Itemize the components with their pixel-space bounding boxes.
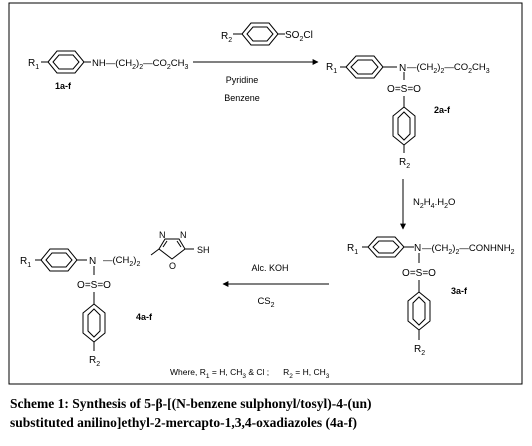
compound-3-sulfonyl: O=S=O xyxy=(402,268,436,279)
compound-2-r2: R2 xyxy=(399,157,410,170)
step-1-solvent-benzene: Benzene xyxy=(224,93,260,103)
compound-4-label: 4a-f xyxy=(136,312,153,322)
substituent-footnote: Where, R1 = H, CH3 & Cl ;R2 = H, CH3 xyxy=(170,367,330,380)
reagent-sulfonyl-chloride: SO2Cl xyxy=(285,30,313,43)
compound-4-r2: R2 xyxy=(89,355,100,368)
caption-line-1: Scheme 1: Synthesis of 5-β-[(N-benzene s… xyxy=(10,396,372,411)
compound-2-sulfonyl: O=S=O xyxy=(387,84,421,95)
compound-2-nitrogen: N xyxy=(399,63,406,74)
scheme-caption: Scheme 1: Synthesis of 5-β-[(N-benzene s… xyxy=(10,394,525,432)
compound-2-chain: —(CH2)2—CO2CH3 xyxy=(407,62,490,75)
step-3-carbon-disulfide: CS2 xyxy=(257,296,274,309)
compound-3-chain: —(CH2)2—CONHNH2 xyxy=(422,243,515,256)
compound-1-r1: R1 xyxy=(28,58,39,71)
compound-4-thiol: SH xyxy=(197,245,210,255)
compound-1-chain: NH—(CH2)2—CO2CH3 xyxy=(92,58,188,71)
caption-line-2: substituted anilino]ethyl-2-mercapto-1,3… xyxy=(10,415,357,430)
step-2-hydrazine-hydrate: N2H4.H2O xyxy=(413,197,455,210)
compound-2-rings xyxy=(340,55,416,153)
compound-3-nitrogen: N xyxy=(414,243,421,254)
oxadiazole-o1: O xyxy=(169,261,176,271)
compound-1-ring xyxy=(41,50,91,74)
oxadiazole-n3: N xyxy=(159,230,166,240)
compound-3-r1: R1 xyxy=(347,243,358,256)
reagent-benzene-ring xyxy=(233,22,285,46)
oxadiazole-ring xyxy=(150,238,194,260)
compound-4-nitrogen: N xyxy=(89,256,96,267)
compound-4-sulfonyl: O=S=O xyxy=(77,280,111,291)
scheme-frame xyxy=(8,2,523,385)
compound-4-r1: R1 xyxy=(20,256,31,269)
compound-3-r2: R2 xyxy=(414,344,425,357)
compound-2-label: 2a-f xyxy=(434,105,451,115)
compound-1-label: 1a-f xyxy=(55,81,72,91)
step-1-solvent-pyridine: Pyridine xyxy=(226,75,259,85)
compound-4-rings xyxy=(35,248,106,351)
compound-3-rings xyxy=(362,236,431,340)
compound-2-r1: R1 xyxy=(326,62,337,75)
compound-4-chain: —(CH2)2 xyxy=(103,255,140,268)
oxadiazole-n4: N xyxy=(180,230,187,240)
compound-3-label: 3a-f xyxy=(451,286,468,296)
reagent-r2-label: R2 xyxy=(221,31,232,44)
step-3-base: Alc. KOH xyxy=(251,263,288,273)
